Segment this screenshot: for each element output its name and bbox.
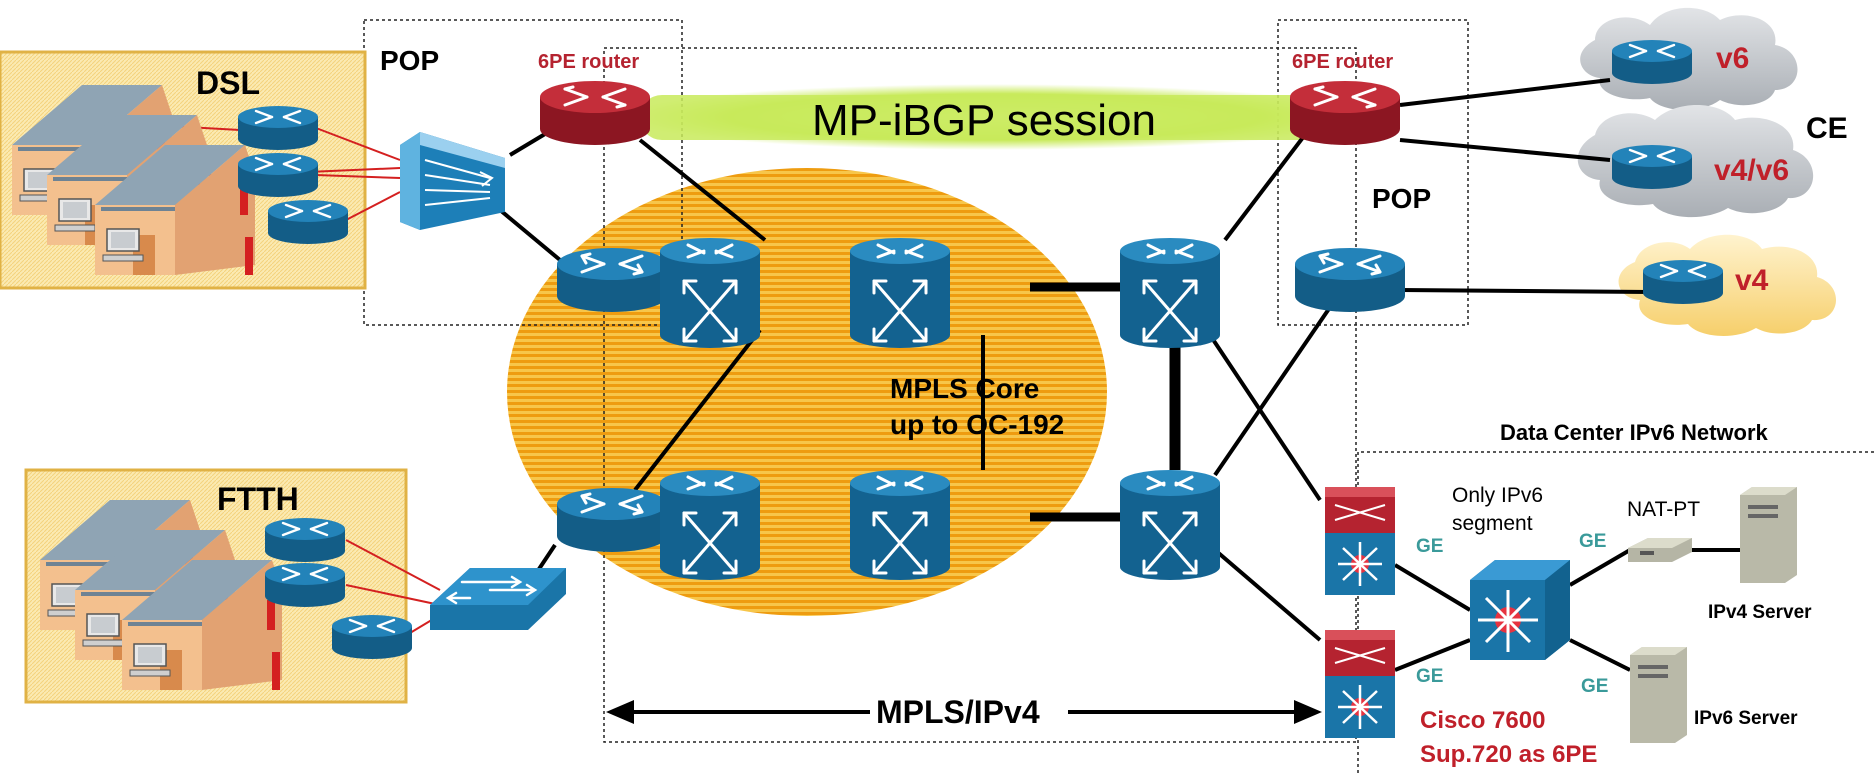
pop-right-box <box>1277 19 1469 326</box>
pop-router-right[interactable] <box>1293 246 1407 314</box>
cisco-7600-label-2: Sup.720 as 6PE <box>1420 741 1597 768</box>
ftth-pop-router[interactable] <box>555 486 669 554</box>
cloud-v4-label: v4 <box>1735 264 1769 297</box>
cloud-v4 <box>1618 234 1837 336</box>
pe-router-left-label: 6PE router <box>538 51 639 73</box>
dc-layer3-switch-icon[interactable] <box>1470 560 1570 660</box>
core-lsr-5[interactable] <box>848 468 952 582</box>
core-lsr-4[interactable] <box>658 468 762 582</box>
pop-router-left[interactable] <box>555 246 669 314</box>
mpls-ipv4-arrow <box>606 700 1322 724</box>
mp-ibgp-label: MP-iBGP session <box>812 96 1156 145</box>
dsl-label: DSL <box>196 65 260 101</box>
ftth-label: FTTH <box>217 481 299 517</box>
core-lsr-3[interactable] <box>1118 236 1222 350</box>
only-ipv6-label-2: segment <box>1452 512 1533 535</box>
cloud-v4v6-router[interactable] <box>1610 143 1694 191</box>
cloud-v4v6-label: v4/v6 <box>1714 154 1789 187</box>
only-ipv6-label-1: Only IPv6 <box>1452 484 1543 507</box>
ge-label-1: GE <box>1416 536 1443 557</box>
ge-label-2: GE <box>1416 666 1443 687</box>
nat-pt-label: NAT-PT <box>1627 498 1700 521</box>
ipv6-server-icon <box>1630 647 1687 743</box>
cloud-v6-router[interactable] <box>1610 38 1694 86</box>
cisco-7600-lower[interactable] <box>1325 630 1395 738</box>
mpls-ipv4-label: MPLS/IPv4 <box>876 694 1040 730</box>
cisco-7600-label-1: Cisco 7600 <box>1420 707 1545 734</box>
cloud-v6-label: v6 <box>1716 42 1749 75</box>
core-lsr-1[interactable] <box>658 236 762 350</box>
pop-left-label: POP <box>380 45 439 76</box>
links <box>498 78 1740 672</box>
ftth-switch-icon[interactable] <box>430 568 566 630</box>
core-lsr-6[interactable] <box>1118 468 1222 582</box>
pe-router-right[interactable] <box>1288 79 1402 147</box>
cloud-v4v6 <box>1577 105 1814 218</box>
pe-router-right-label: 6PE router <box>1292 51 1393 73</box>
ipv6-server-label: IPv6 Server <box>1694 708 1798 729</box>
cisco-7600-upper[interactable] <box>1325 487 1395 595</box>
ge-label-3: GE <box>1579 531 1606 552</box>
ce-label: CE <box>1806 112 1848 145</box>
dc-boundary <box>1357 451 1876 773</box>
ge-label-4: GE <box>1581 676 1608 697</box>
nat-pt-device-icon[interactable] <box>1628 538 1692 562</box>
core-lsr-2[interactable] <box>848 236 952 350</box>
ipv4-server-label: IPv4 Server <box>1708 602 1812 623</box>
dslam-icon[interactable] <box>400 132 505 230</box>
core-boundary <box>603 47 1357 743</box>
ipv4-server-icon <box>1740 487 1797 583</box>
mpls-core-label-2: up to OC-192 <box>890 409 1064 440</box>
mpls-core-label-1: MPLS Core <box>890 373 1039 404</box>
cloud-v4-router[interactable] <box>1641 258 1725 306</box>
pop-right-label: POP <box>1372 183 1431 214</box>
dc-title: Data Center IPv6 Network <box>1500 420 1769 445</box>
pe-router-left[interactable] <box>538 79 652 147</box>
